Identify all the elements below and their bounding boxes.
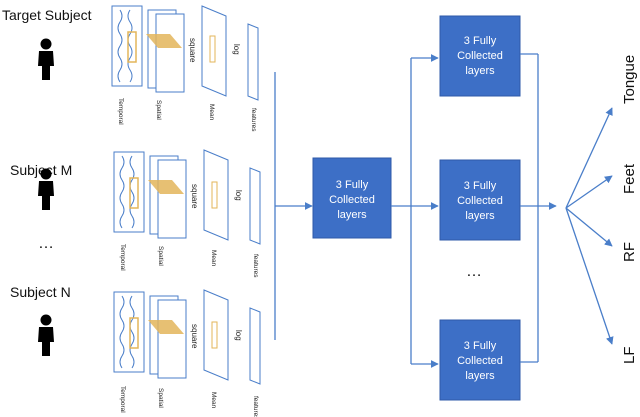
fc-box-bottom: 3 Fully Collected layers xyxy=(439,319,521,401)
feature-pipeline-target: square log Temporal Spatial Mean feature… xyxy=(111,5,259,132)
spatial-kernel xyxy=(148,320,184,334)
subject-ellipsis: … xyxy=(38,235,54,252)
mean-layer xyxy=(201,5,227,97)
svg-text:layers: layers xyxy=(465,370,495,382)
eeg-waveform xyxy=(129,295,135,369)
log-op-label: log xyxy=(234,190,243,201)
spatial-label: Spatial xyxy=(157,246,164,266)
square-op-label: square xyxy=(190,184,199,209)
fc-box-middle: 3 Fully Collected layers xyxy=(439,159,521,241)
svg-text:Collected: Collected xyxy=(457,355,503,367)
mean-label: Mean xyxy=(210,392,217,409)
svg-text:layers: layers xyxy=(465,210,495,222)
arrow-to-rf xyxy=(565,207,613,247)
features-layer xyxy=(249,307,261,385)
eeg-waveform xyxy=(117,9,123,83)
svg-text:layers: layers xyxy=(337,209,367,221)
svg-text:3 Fully: 3 Fully xyxy=(464,180,497,192)
square-op-label: square xyxy=(188,38,197,63)
features-label: features xyxy=(252,254,259,278)
svg-text:3 Fully: 3 Fully xyxy=(336,179,369,191)
output-label-rf: RF xyxy=(621,242,638,262)
temporal-kernel xyxy=(129,177,139,209)
arrow-to-lf xyxy=(565,207,614,345)
arrow-to-tongue xyxy=(565,107,613,209)
features-layer xyxy=(249,167,261,245)
svg-text:3 Fully: 3 Fully xyxy=(464,340,497,352)
log-op-label: log xyxy=(232,44,241,55)
output-label-feet: Feet xyxy=(621,163,638,194)
svg-text:Collected: Collected xyxy=(457,50,503,62)
shared-fc-box: 3 Fully Collected layers xyxy=(312,157,392,239)
mean-layer xyxy=(203,149,229,241)
feature-pipeline-n: square log Temporal Spatial Mean feature… xyxy=(113,289,261,417)
subject-label-target: Target Subject xyxy=(2,7,92,23)
features-layer xyxy=(247,23,259,101)
feature-pipeline-m: square log Temporal Spatial Mean feature… xyxy=(113,149,261,278)
spatial-layer xyxy=(157,159,187,239)
temporal-label: Temporal xyxy=(119,244,126,271)
mean-kernel xyxy=(211,321,218,349)
fc-box-top: 3 Fully Collected layers xyxy=(439,15,521,97)
spatial-label: Spatial xyxy=(155,100,162,120)
spatial-layer xyxy=(155,13,185,93)
subject-label-m: Subject M xyxy=(10,162,72,178)
square-op-label: square xyxy=(190,324,199,349)
mean-layer xyxy=(203,289,229,381)
log-op-label: log xyxy=(234,330,243,341)
eeg-waveform xyxy=(129,155,135,229)
svg-text:layers: layers xyxy=(465,65,495,77)
output-label-lf: LF xyxy=(621,346,638,364)
mean-label: Mean xyxy=(210,250,217,267)
temporal-layer xyxy=(113,291,145,373)
mean-label: Mean xyxy=(208,104,215,121)
fc-column-ellipsis: … xyxy=(466,263,482,280)
temporal-kernel xyxy=(129,317,139,349)
spatial-kernel xyxy=(148,180,184,194)
output-label-tongue: Tongue xyxy=(621,55,638,104)
features-label: features xyxy=(252,396,259,417)
mean-kernel xyxy=(209,35,216,63)
temporal-label: Temporal xyxy=(117,98,124,125)
person-icon xyxy=(38,38,54,80)
subject-label-n: Subject N xyxy=(10,284,71,300)
eeg-waveform xyxy=(119,155,125,229)
mean-kernel xyxy=(211,181,218,209)
person-icon xyxy=(38,314,54,356)
eeg-waveform xyxy=(119,295,125,369)
spatial-label: Spatial xyxy=(157,388,164,408)
temporal-kernel xyxy=(127,31,137,63)
temporal-label: Temporal xyxy=(119,386,126,413)
spatial-layer xyxy=(157,299,187,379)
arrow-to-feet xyxy=(565,175,613,209)
spatial-kernel xyxy=(146,34,182,48)
temporal-layer xyxy=(113,151,145,233)
svg-text:Collected: Collected xyxy=(457,195,503,207)
temporal-layer xyxy=(111,5,143,87)
svg-text:Collected: Collected xyxy=(329,194,375,206)
svg-text:3 Fully: 3 Fully xyxy=(464,35,497,47)
features-label: features xyxy=(250,108,257,132)
eeg-waveform xyxy=(127,9,133,83)
